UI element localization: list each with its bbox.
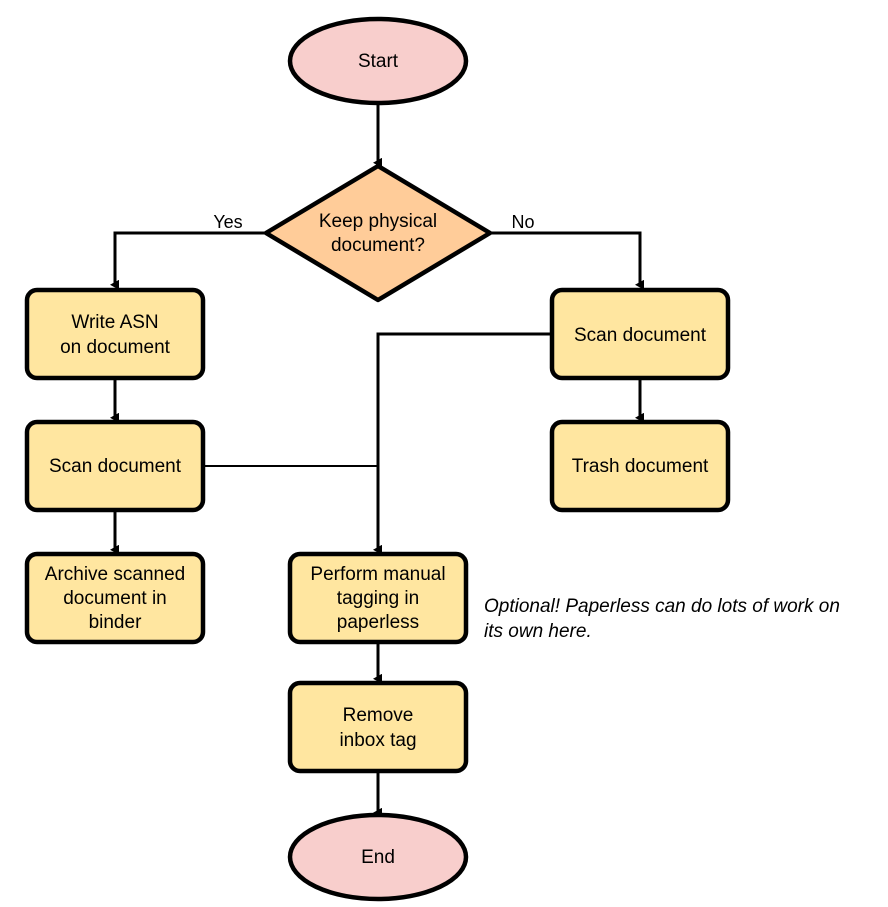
write-asn-label-line2: on document	[60, 337, 171, 358]
trash-box-shape	[549, 419, 731, 513]
node-trash-document[interactable]: Trash document	[549, 419, 731, 513]
node-scan-document-left[interactable]: Scan document	[24, 419, 206, 513]
scan-right-label: Scan document	[574, 325, 707, 346]
trash-label: Trash document	[572, 456, 709, 477]
scan-left-box-shape	[24, 419, 206, 513]
node-archive-in-binder[interactable]: Archive scanned document in binder	[24, 551, 206, 645]
node-start[interactable]: Start	[287, 16, 469, 106]
node-end[interactable]: End	[287, 812, 469, 902]
edge-label-yes: Yes	[213, 212, 242, 232]
annotation-optional-note: Optional! Paperless can do lots of work …	[484, 596, 840, 642]
node-scan-document-right[interactable]: Scan document	[549, 287, 731, 381]
remove-inbox-label-line1: Remove	[343, 705, 414, 726]
start-label: Start	[358, 51, 399, 72]
decision-label-line2: document?	[331, 235, 425, 256]
start-ellipse-shape	[287, 16, 469, 106]
archive-label-line3: binder	[89, 612, 142, 633]
edge-label-no: No	[511, 212, 534, 232]
archive-box-shape	[24, 551, 206, 645]
remove-inbox-box-shape	[287, 680, 469, 774]
remove-inbox-label-line2: inbox tag	[339, 730, 416, 751]
decision-label-line1: Keep physical	[319, 211, 437, 232]
annotation-line2: its own here.	[484, 621, 592, 642]
tagging-label-line2: tagging in	[337, 588, 419, 609]
archive-label-line1: Archive scanned	[45, 564, 185, 585]
tagging-label-line3: paperless	[337, 612, 419, 633]
edge-scan-right-to-tagging	[373, 332, 552, 555]
node-perform-manual-tagging[interactable]: Perform manual tagging in paperless	[287, 551, 469, 645]
edge-decision-yes-to-write-asn	[110, 231, 266, 290]
scan-right-box-shape	[549, 287, 731, 381]
node-decision-keep-physical-document[interactable]: Keep physical document?	[263, 163, 493, 303]
decision-diamond-shape	[263, 163, 493, 303]
annotation-line1: Optional! Paperless can do lots of work …	[484, 596, 840, 617]
archive-label-line2: document in	[63, 588, 167, 609]
tagging-box-shape	[287, 551, 469, 645]
scan-left-label: Scan document	[49, 456, 182, 477]
end-ellipse-shape	[287, 812, 469, 902]
node-write-asn[interactable]: Write ASN on document	[24, 287, 206, 381]
write-asn-box-shape	[24, 287, 206, 381]
edge-decision-no-to-scan-right	[490, 231, 644, 290]
tagging-label-line1: Perform manual	[310, 564, 445, 585]
node-remove-inbox-tag[interactable]: Remove inbox tag	[287, 680, 469, 774]
write-asn-label-line1: Write ASN	[71, 312, 158, 333]
end-label: End	[361, 847, 395, 868]
